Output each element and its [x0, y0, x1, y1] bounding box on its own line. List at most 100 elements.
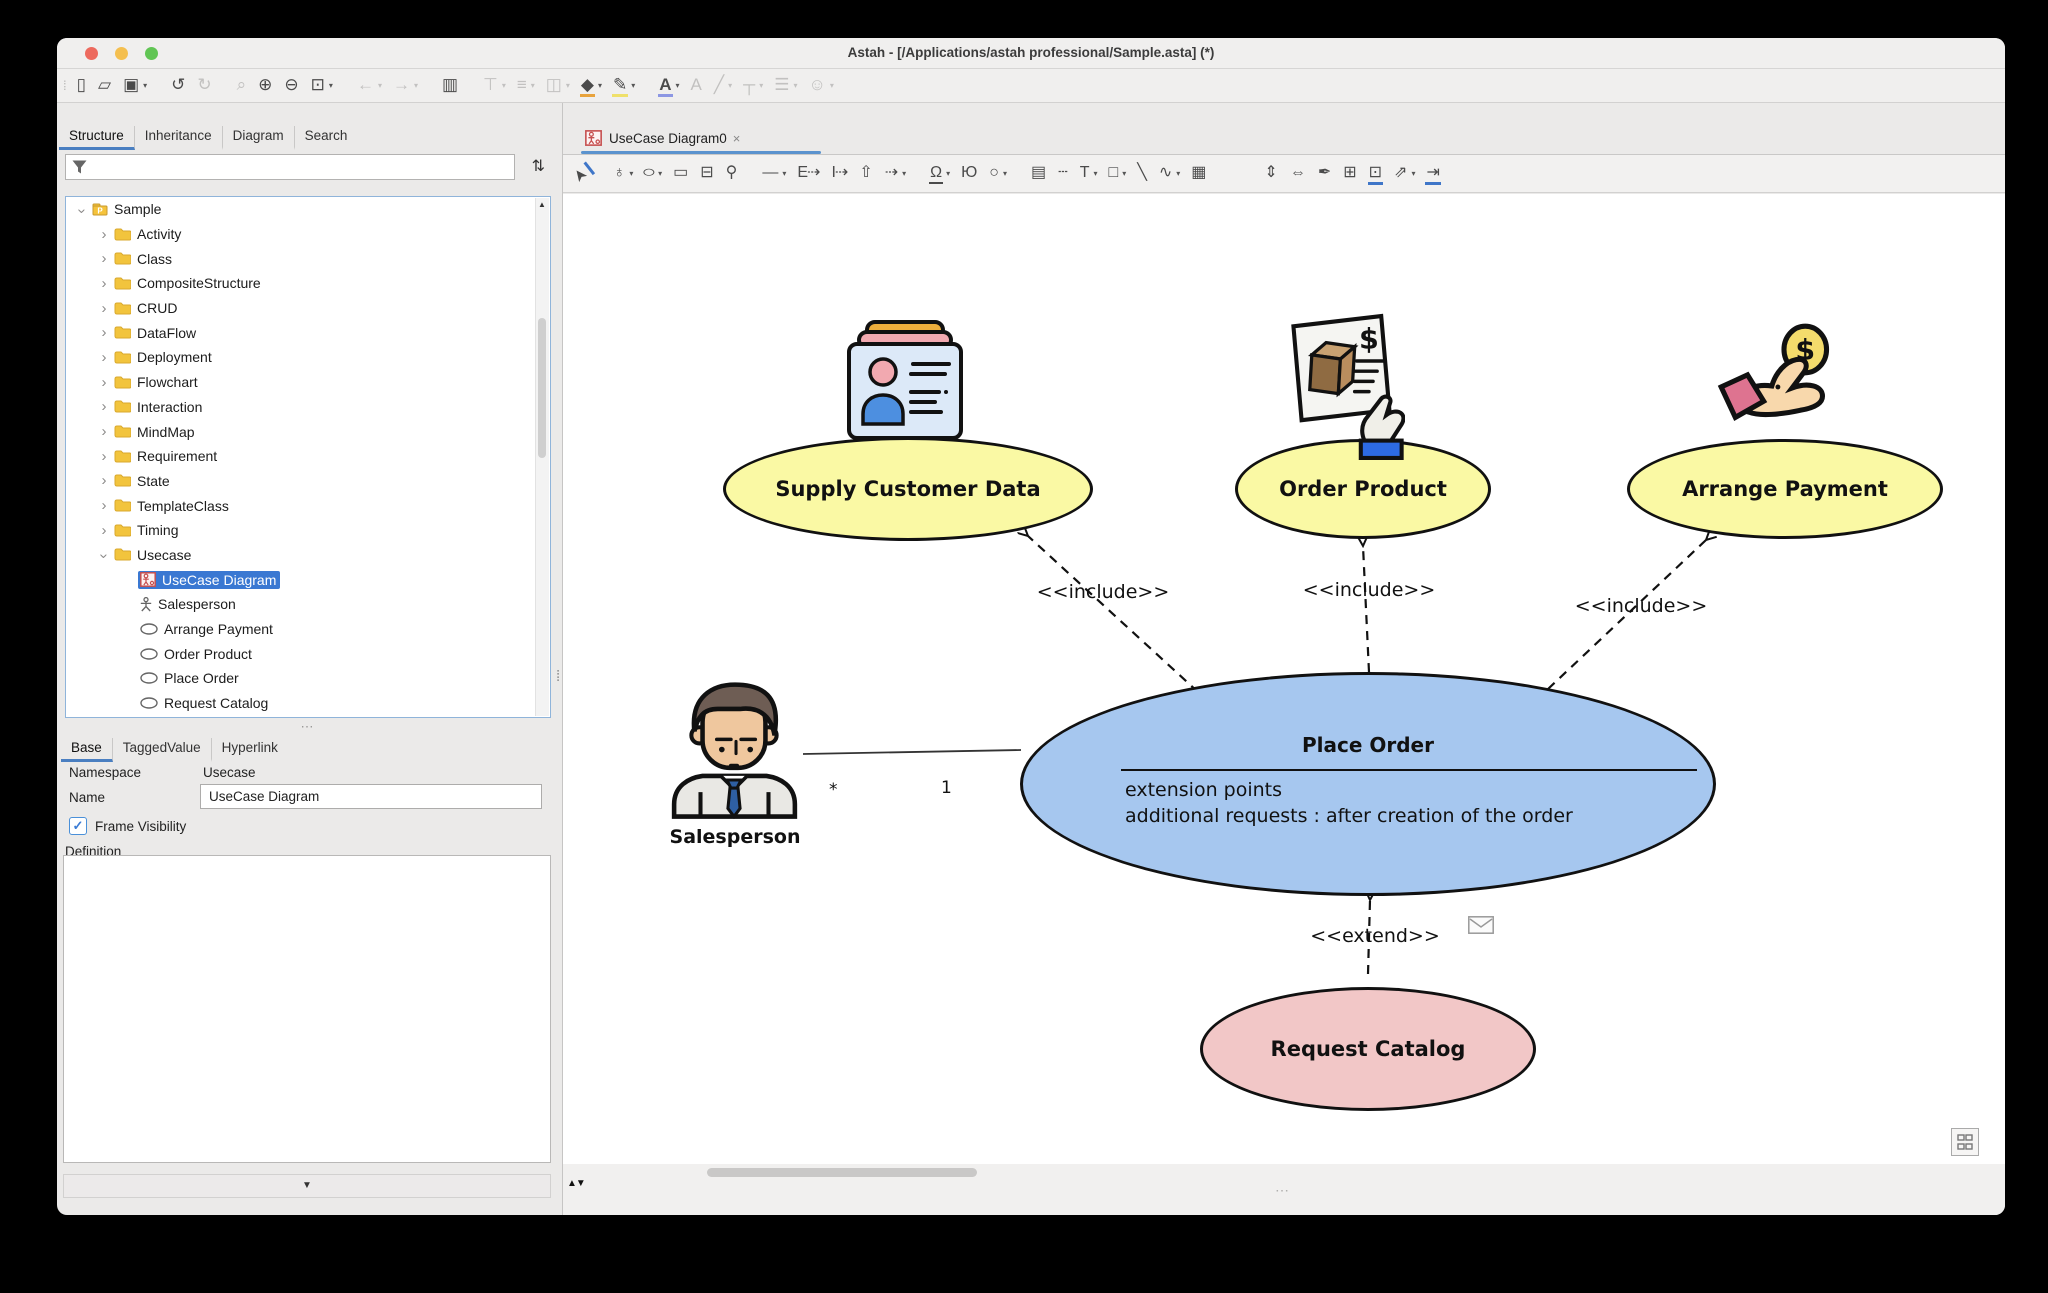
- add-frame-button[interactable]: ⊞: [1338, 161, 1361, 187]
- tree-row[interactable]: UseCase Diagram: [66, 567, 550, 592]
- chevron-icon[interactable]: ›: [101, 472, 107, 490]
- align-button[interactable]: ⇥: [1421, 161, 1444, 187]
- dropdown-caret-icon[interactable]: ▾: [793, 81, 798, 90]
- minimize-window-button[interactable]: [115, 47, 128, 60]
- usecase-place-order[interactable]: Place Order extension points additional …: [1020, 672, 1716, 896]
- connector-tool[interactable]: Ю: [956, 161, 982, 187]
- region-tool[interactable]: ○ ▾: [984, 161, 1011, 187]
- tree-row[interactable]: › State: [66, 469, 550, 494]
- dropdown-caret-icon[interactable]: ▾: [728, 81, 733, 90]
- name-field[interactable]: [200, 784, 542, 809]
- undo-button[interactable]: ↺: [166, 73, 190, 99]
- dropdown-caret-icon[interactable]: ▾: [1176, 169, 1181, 178]
- save-button[interactable]: ▣ ▾: [118, 73, 151, 99]
- map-view-button[interactable]: [1951, 1128, 1979, 1156]
- redo-button[interactable]: ↻: [192, 73, 216, 99]
- rect-tool[interactable]: □ ▾: [1104, 161, 1131, 187]
- fit-view-button[interactable]: ⊡ ▾: [306, 73, 337, 99]
- panel-splitter[interactable]: ⋯: [300, 719, 316, 734]
- arrange-payment-icon[interactable]: $: [1709, 322, 1861, 454]
- chevron-icon[interactable]: ›: [101, 373, 107, 391]
- usecase-supply-customer-data[interactable]: Supply Customer Data: [723, 437, 1093, 541]
- dropdown-caret-icon[interactable]: ▾: [413, 81, 418, 90]
- chevron-icon[interactable]: ›: [101, 274, 107, 292]
- left-panel-tab[interactable]: Structure: [59, 126, 135, 150]
- tree-row[interactable]: › CRUD: [66, 296, 550, 321]
- dropdown-caret-icon[interactable]: ▾: [1411, 169, 1416, 178]
- hierarchy-button[interactable]: ┬ ▾: [738, 73, 767, 99]
- tree-row[interactable]: › Timing: [66, 518, 550, 543]
- dropdown-caret-icon[interactable]: ▾: [759, 81, 764, 90]
- envelope-icon[interactable]: [1468, 916, 1494, 934]
- dropdown-caret-icon[interactable]: ▾: [629, 169, 634, 178]
- tree-row[interactable]: › Interaction: [66, 395, 550, 420]
- dropdown-caret-icon[interactable]: ▾: [1002, 169, 1007, 178]
- chevron-icon[interactable]: ›: [101, 497, 107, 515]
- dashed-line-tool[interactable]: ┄: [1053, 161, 1073, 187]
- extend-tool[interactable]: E⇢: [792, 161, 824, 187]
- dropdown-caret-icon[interactable]: ▾: [1093, 169, 1098, 178]
- dropdown-caret-icon[interactable]: ▾: [658, 169, 663, 178]
- usecase-arrange-payment[interactable]: Arrange Payment: [1627, 439, 1943, 539]
- scroll-up-icon[interactable]: ▲: [538, 200, 546, 209]
- frame-visibility-checkbox[interactable]: ✓: [69, 817, 87, 835]
- close-window-button[interactable]: [85, 47, 98, 60]
- collapse-panel-button[interactable]: ▼: [63, 1174, 551, 1198]
- usecase-ep-tool[interactable]: Ω ▾: [925, 161, 954, 186]
- chevron-icon[interactable]: ›: [95, 554, 113, 560]
- tree-row[interactable]: › Class: [66, 246, 550, 271]
- chevron-icon[interactable]: ›: [101, 521, 107, 539]
- chevron-icon[interactable]: ›: [101, 324, 107, 342]
- open-button[interactable]: ▱: [93, 73, 116, 99]
- generalization-tool[interactable]: ⇧: [854, 161, 877, 187]
- tree-row[interactable]: › Flowchart: [66, 370, 550, 395]
- tree-row[interactable]: Arrange Payment: [66, 617, 550, 642]
- dropdown-caret-icon[interactable]: ▾: [565, 81, 570, 90]
- chevron-icon[interactable]: ›: [73, 208, 91, 214]
- subsystem-tool[interactable]: ⊟: [695, 161, 718, 187]
- association-tool[interactable]: — ▾: [757, 161, 790, 187]
- scrollbar-thumb[interactable]: [538, 318, 546, 458]
- note-tool[interactable]: ▤: [1026, 161, 1051, 187]
- chevron-icon[interactable]: ›: [101, 447, 107, 465]
- dropdown-caret-icon[interactable]: ▾: [530, 81, 535, 90]
- package-tool[interactable]: ▭: [668, 161, 693, 187]
- property-tab[interactable]: Hyperlink: [221, 740, 278, 755]
- tree-row[interactable]: › DataFlow: [66, 320, 550, 345]
- tree-row[interactable]: › Requirement: [66, 444, 550, 469]
- panel-divider[interactable]: [562, 103, 563, 1215]
- distribute-button[interactable]: ⇔: [1285, 161, 1311, 187]
- chevron-icon[interactable]: ›: [101, 398, 107, 416]
- dropdown-caret-icon[interactable]: ▾: [328, 81, 333, 90]
- zoom-window-button[interactable]: [145, 47, 158, 60]
- anchor-tool[interactable]: ⚲: [721, 161, 743, 187]
- fit-height-button[interactable]: ⇕: [1213, 161, 1282, 187]
- left-panel-tab[interactable]: Search: [304, 128, 348, 143]
- dropdown-caret-icon[interactable]: ▾: [675, 81, 680, 90]
- scroll-updown-icon[interactable]: ▲▼: [567, 1178, 586, 1189]
- tree-row[interactable]: Salesperson: [66, 592, 550, 617]
- dropdown-caret-icon[interactable]: ▾: [377, 81, 382, 90]
- new-file-button[interactable]: ▯: [72, 73, 91, 99]
- property-tab[interactable]: TaggedValue: [113, 738, 212, 762]
- chevron-icon[interactable]: ›: [101, 299, 107, 317]
- tab-usecase-diagram0[interactable]: UseCase Diagram0 ×: [585, 125, 740, 151]
- left-panel-tab[interactable]: Diagram: [223, 126, 295, 150]
- close-tab-icon[interactable]: ×: [732, 130, 741, 146]
- dropdown-caret-icon[interactable]: ▾: [782, 169, 787, 178]
- left-panel-tab[interactable]: Inheritance: [135, 126, 223, 150]
- font-size-button[interactable]: A: [686, 73, 707, 99]
- dropdown-caret-icon[interactable]: ▾: [143, 81, 148, 90]
- align-vertical-button[interactable]: ⊤ ▾: [478, 73, 510, 99]
- copy-style-button[interactable]: ◫ ▾: [541, 73, 574, 99]
- customer-data-icon[interactable]: [841, 320, 969, 442]
- divider-handle[interactable]: ⁞: [556, 668, 561, 685]
- dropdown-caret-icon[interactable]: ▾: [829, 81, 834, 90]
- pin-button[interactable]: ✒: [1313, 161, 1336, 187]
- dropdown-caret-icon[interactable]: ▾: [902, 169, 907, 178]
- line-style-button[interactable]: ╱ ▾: [709, 73, 736, 99]
- horizontal-scrollbar-thumb[interactable]: [707, 1168, 977, 1177]
- edit-frame-button[interactable]: ⊡: [1364, 161, 1387, 187]
- highlight-button[interactable]: ✎ ▾: [608, 73, 639, 99]
- connect-line-button[interactable]: ⇗ ▾: [1389, 161, 1419, 187]
